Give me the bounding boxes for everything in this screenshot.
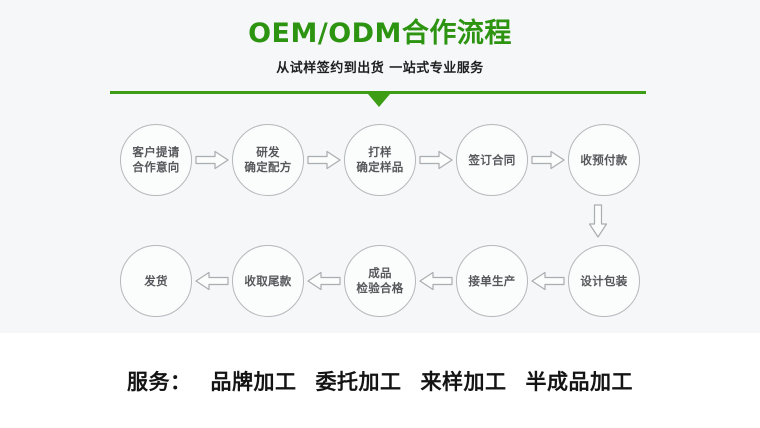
service-item-4: 半成品加工	[525, 368, 633, 394]
service-item-2: 委托加工	[315, 368, 402, 394]
flow-node-r2-3[interactable]: 成品 检验合格	[344, 245, 416, 317]
arrow-right-icon	[192, 124, 232, 196]
services-list: 服务： 品牌加工 委托加工 来样加工 半成品加工	[127, 366, 633, 396]
divider	[110, 91, 646, 113]
flow-node-r2-5[interactable]: 设计包装	[568, 245, 640, 317]
arrow-left-icon	[416, 245, 456, 317]
service-item-1: 品牌加工	[210, 368, 297, 394]
service-item-3: 来样加工	[420, 368, 507, 394]
arrow-down-icon	[581, 199, 615, 243]
flow-node-label-line: 收取尾款	[244, 273, 292, 288]
divider-triangle-icon	[368, 94, 390, 107]
flow-node-label-line: 发货	[144, 273, 168, 288]
flow-node-label-line: 研发	[256, 145, 280, 159]
flow-node-r2-2[interactable]: 收取尾款	[232, 245, 304, 317]
flow-row-1: 客户提请 合作意向 研发 确定配方 打样 确定样品	[0, 123, 760, 197]
flow-node-label-line: 收预付款	[580, 152, 628, 167]
page-title: OEM/ODM合作流程	[248, 18, 512, 49]
arrow-left-icon	[192, 245, 232, 317]
flow-node-r2-4[interactable]: 接单生产	[456, 245, 528, 317]
arrow-left-icon	[528, 245, 568, 317]
flow-node-label-line: 合作意向	[132, 160, 180, 174]
flow-node-label-line: 设计包装	[580, 273, 628, 288]
flow-node-r1-3[interactable]: 打样 确定样品	[344, 124, 416, 196]
services-label: 服务：	[127, 368, 192, 394]
arrow-right-icon	[304, 124, 344, 196]
flow-node-label-line: 成品	[368, 266, 392, 280]
services-bar: 服务： 品牌加工 委托加工 来样加工 半成品加工	[0, 333, 760, 428]
flow-node-label-line: 打样	[368, 145, 392, 159]
flow-node-label-line: 接单生产	[468, 273, 516, 288]
flow-panel: OEM/ODM合作流程 从试样签约到出货 一站式专业服务 客户提请 合作意向 研…	[0, 18, 760, 318]
flow-node-r1-4[interactable]: 签订合同	[456, 124, 528, 196]
flow-node-label-line: 确定样品	[356, 160, 404, 174]
flow-node-label-line: 检验合格	[356, 281, 404, 295]
page-subtitle: 从试样签约到出货 一站式专业服务	[276, 61, 484, 76]
divider-line	[110, 91, 646, 94]
flow-node-label-line: 确定配方	[244, 160, 292, 174]
flow-row-2: 发货 收取尾款 成品 检验合格	[0, 244, 760, 318]
flow-node-r1-1[interactable]: 客户提请 合作意向	[120, 124, 192, 196]
flow-node-r2-1[interactable]: 发货	[120, 245, 192, 317]
arrow-left-icon	[304, 245, 344, 317]
flow-node-label-line: 客户提请	[132, 145, 180, 159]
arrow-right-icon	[528, 124, 568, 196]
flow-node-label-line: 签订合同	[468, 152, 516, 167]
flow-node-r1-2[interactable]: 研发 确定配方	[232, 124, 304, 196]
flow-node-r1-5[interactable]: 收预付款	[568, 124, 640, 196]
arrow-right-icon	[416, 124, 456, 196]
